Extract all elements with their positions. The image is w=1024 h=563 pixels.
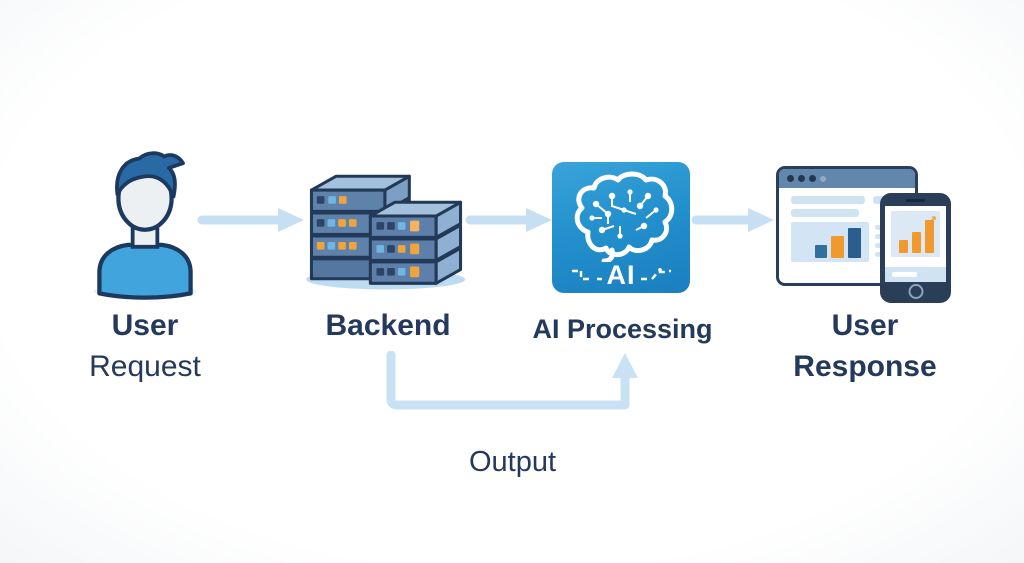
label-line: User [111,309,179,342]
phone-icon: ↗ [880,193,951,303]
home-button-icon [908,284,923,299]
brain-circuit-icon [574,171,675,262]
window-dot-icon [820,175,826,182]
phone-toolbar [885,267,946,282]
node-label-backend: Backend [278,306,498,347]
window-dot-icon [787,175,794,182]
ai-badge: AI [606,260,636,290]
chart-bar [815,245,827,258]
browser-title-bar [779,169,915,188]
arrow-right-icon [197,208,304,232]
toolbar-pill [892,272,917,277]
person-icon [93,151,197,300]
node-label-user-request: User Request [35,306,255,388]
label-line: User [831,309,899,342]
chart-bar [831,236,844,258]
label-line: AI Processing [532,314,713,344]
arrow-right-icon [691,208,774,232]
chart-bar [899,240,908,253]
label-line: Backend [325,309,451,342]
chart-bar [848,228,861,258]
node-label-user-response: User Response [755,306,975,388]
server-stack-icon [306,174,466,290]
window-dot-icon [798,175,805,182]
phone-screen: ↗ [885,206,946,282]
content-line [791,196,865,204]
u-turn-up-arrow-icon [386,351,638,410]
phone-speaker-icon [906,199,925,202]
label-line: Request [89,349,201,383]
chart-bar [912,232,921,253]
ai-brain-chip-icon: AI [552,162,690,293]
circuit-trace-left-icon [571,269,602,280]
chart-bar [925,220,934,253]
label-line: Output [468,446,557,478]
bar-chart-icon [791,222,869,262]
content-line [791,209,859,217]
bar-chart-icon: ↗ [891,211,940,257]
window-dot-icon [809,175,816,182]
edge-label-output: Output [405,443,620,482]
arrow-right-icon [465,208,552,232]
label-line: Response [793,349,937,383]
node-label-ai-processing: AI Processing [500,311,745,348]
circuit-trace-right-icon [640,267,671,280]
server-indicator-lights [316,196,420,278]
